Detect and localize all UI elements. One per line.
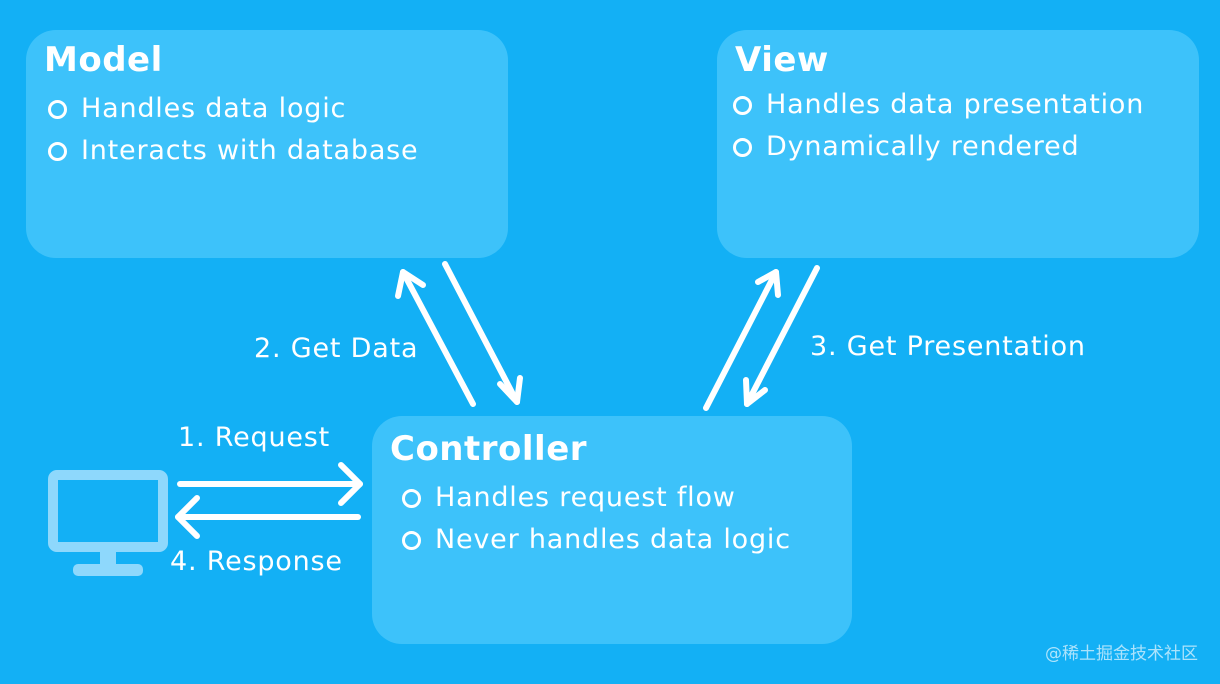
view-bullet-list: Handles data presentation Dynamically re… bbox=[733, 84, 1144, 168]
get-presentation-arrow-down bbox=[743, 265, 820, 407]
get-data-label: 2. Get Data bbox=[254, 333, 419, 364]
request-label: 1. Request bbox=[178, 422, 331, 453]
bullet-circle-icon bbox=[48, 99, 67, 119]
bullet-circle-icon bbox=[733, 137, 752, 157]
controller-title: Controller bbox=[390, 429, 588, 469]
bullet-circle-icon bbox=[733, 95, 752, 115]
response-arrow bbox=[175, 495, 361, 539]
bullet-circle-icon bbox=[402, 530, 421, 550]
model-bullet-list: Handles data logic Interacts with databa… bbox=[48, 88, 418, 172]
request-arrow bbox=[177, 462, 363, 506]
get-data-arrow-up bbox=[395, 269, 476, 407]
desktop-monitor-icon bbox=[48, 470, 168, 576]
controller-bullet-item: Handles request flow bbox=[402, 477, 791, 519]
response-label: 4. Response bbox=[170, 546, 343, 577]
model-bullet-item: Handles data logic bbox=[48, 88, 418, 130]
bullet-circle-icon bbox=[48, 141, 67, 161]
model-bullet-text: Interacts with database bbox=[81, 135, 419, 166]
controller-bullet-text: Never handles data logic bbox=[435, 524, 791, 555]
controller-bullet-list: Handles request flow Never handles data … bbox=[402, 477, 791, 561]
get-presentation-label: 3. Get Presentation bbox=[810, 331, 1086, 362]
view-title: View bbox=[735, 40, 829, 80]
bullet-circle-icon bbox=[402, 488, 421, 508]
view-bullet-text: Dynamically rendered bbox=[766, 131, 1080, 162]
get-data-arrow-down bbox=[442, 261, 523, 405]
model-title: Model bbox=[44, 40, 163, 80]
get-presentation-arrow-up bbox=[703, 269, 781, 411]
view-bullet-item: Handles data presentation bbox=[733, 84, 1144, 126]
model-bullet-text: Handles data logic bbox=[81, 93, 347, 124]
controller-bullet-item: Never handles data logic bbox=[402, 519, 791, 561]
controller-bullet-text: Handles request flow bbox=[435, 482, 736, 513]
view-bullet-item: Dynamically rendered bbox=[733, 126, 1144, 168]
watermark: @稀土掘金技术社区 bbox=[1045, 644, 1198, 664]
model-box: Model Handles data logic Interacts with … bbox=[26, 30, 508, 258]
view-bullet-text: Handles data presentation bbox=[766, 89, 1145, 120]
model-bullet-item: Interacts with database bbox=[48, 130, 418, 172]
controller-box: Controller Handles request flow Never ha… bbox=[372, 416, 852, 644]
view-box: View Handles data presentation Dynamical… bbox=[717, 30, 1199, 258]
